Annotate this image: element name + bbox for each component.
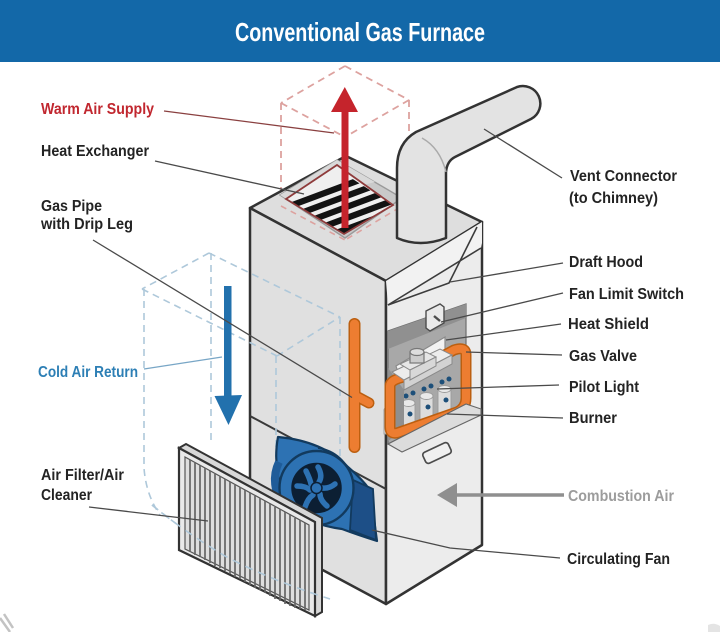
svg-text:Cleaner: Cleaner	[41, 487, 92, 504]
svg-text:Pilot Light: Pilot Light	[569, 379, 640, 396]
svg-text:Warm Air Supply: Warm Air Supply	[41, 101, 154, 118]
svg-text:Gas Valve: Gas Valve	[569, 348, 637, 365]
svg-text:Draft Hood: Draft Hood	[569, 254, 643, 271]
svg-text:Cold Air Return: Cold Air Return	[38, 364, 138, 381]
svg-text:Circulating Fan: Circulating Fan	[567, 551, 670, 568]
svg-text:Heat Shield: Heat Shield	[568, 316, 649, 333]
svg-text:Conventional Gas Furnace: Conventional Gas Furnace	[235, 17, 485, 47]
svg-text:(to Chimney): (to Chimney)	[569, 190, 658, 207]
svg-text:Combustion Air: Combustion Air	[568, 488, 674, 505]
svg-text:with Drip Leg: with Drip Leg	[40, 216, 133, 233]
svg-text:Heat Exchanger: Heat Exchanger	[41, 143, 149, 160]
svg-text:Gas Pipe: Gas Pipe	[41, 198, 102, 215]
svg-text:Vent Connector: Vent Connector	[570, 168, 677, 185]
svg-text:Air Filter/Air: Air Filter/Air	[41, 467, 124, 484]
svg-text:Burner: Burner	[569, 410, 617, 427]
svg-text:Fan Limit Switch: Fan Limit Switch	[569, 286, 684, 303]
